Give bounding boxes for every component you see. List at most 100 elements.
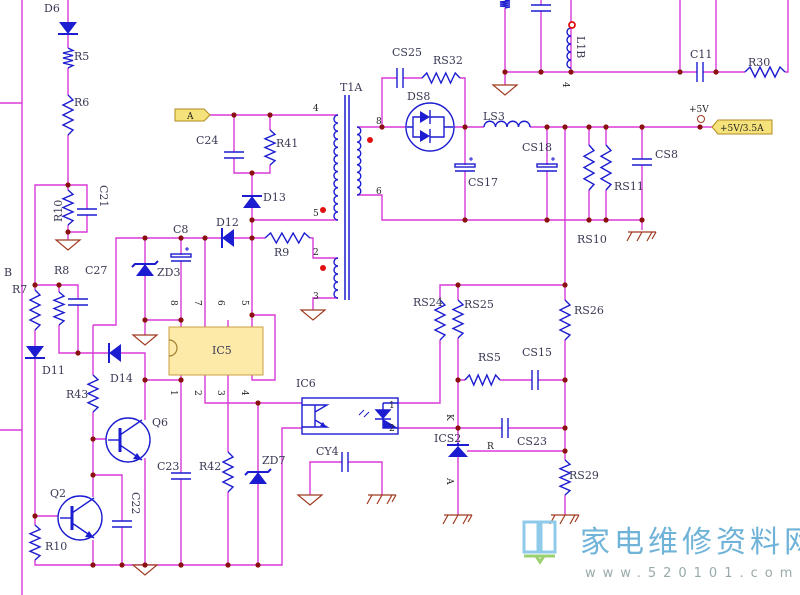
junction-dot bbox=[255, 400, 261, 406]
junction-dot bbox=[455, 377, 461, 383]
transformer-aux-winding-icon bbox=[333, 257, 339, 299]
zener-zd3 bbox=[131, 260, 159, 276]
capacitor-c24 bbox=[223, 151, 245, 159]
label-d6: D6 bbox=[44, 2, 60, 15]
capacitor-cs18-plate bbox=[536, 163, 558, 168]
label-rs26: RS26 bbox=[574, 304, 604, 317]
ic5-body bbox=[168, 326, 264, 376]
capacitor-c11-mask bbox=[697, 61, 703, 83]
inductor-ls3-icon bbox=[483, 120, 531, 128]
resistor-r10-top-mask bbox=[62, 190, 74, 225]
pin-t1-2: 2 bbox=[313, 248, 319, 258]
resistor-r6-icon bbox=[61, 94, 75, 136]
pin-l1b-4: 4 bbox=[560, 82, 570, 88]
capacitor-cs23 bbox=[501, 417, 509, 439]
diode-d11 bbox=[25, 346, 45, 359]
zener-zd3-bar bbox=[131, 260, 159, 268]
book-logo-icon bbox=[522, 520, 557, 554]
transformer-secondary-icon bbox=[356, 126, 362, 196]
resistor-r8-mask bbox=[53, 292, 65, 325]
wire bbox=[251, 314, 276, 381]
transformer-aux-winding bbox=[333, 257, 339, 299]
label-r10-bottom: R10 bbox=[45, 540, 67, 553]
zener-zd7-icon bbox=[244, 468, 272, 484]
resistor-r42-mask bbox=[222, 452, 234, 492]
label-c11: C11 bbox=[690, 48, 712, 61]
junction-dot bbox=[562, 377, 568, 383]
net-tag-a: A bbox=[174, 108, 211, 122]
capacitor-c8-plus-icon bbox=[185, 247, 189, 251]
diode-d11-icon bbox=[25, 346, 45, 359]
resistor-rs32-icon bbox=[421, 71, 461, 85]
polarity-dot bbox=[320, 207, 326, 213]
junction-dot bbox=[225, 562, 231, 568]
resistor-r6 bbox=[61, 94, 75, 136]
ground-icon bbox=[54, 239, 82, 251]
net-tag-a-text: A bbox=[186, 112, 194, 122]
inductor-ls3 bbox=[483, 120, 531, 128]
ds8-body bbox=[405, 102, 455, 152]
border-mark: B bbox=[4, 266, 12, 279]
label-c8: C8 bbox=[173, 223, 188, 236]
capacitor-cs8 bbox=[631, 158, 653, 166]
junction-dot bbox=[562, 425, 568, 431]
label-rs32: RS32 bbox=[433, 54, 463, 67]
diode-d6 bbox=[58, 22, 78, 35]
capacitor-cs15-mask bbox=[532, 369, 538, 391]
capacitor-c27-mask bbox=[67, 299, 89, 305]
junction-dot bbox=[32, 282, 38, 288]
capacitor-cs25 bbox=[396, 67, 404, 89]
capacitor-top-partial-mask bbox=[530, 5, 552, 11]
resistor-r43-mask bbox=[87, 375, 99, 412]
junction-dot bbox=[462, 124, 468, 130]
resistor-rs26 bbox=[558, 299, 572, 341]
capacitor-c8 bbox=[170, 247, 192, 262]
resistor-r7 bbox=[28, 289, 42, 331]
label-cy4: CY4 bbox=[316, 445, 339, 458]
wire bbox=[398, 284, 565, 404]
capacitor-cs17-plus-icon bbox=[469, 157, 473, 161]
resistor-rs25 bbox=[451, 299, 465, 339]
capacitor-cs17-plate bbox=[454, 163, 476, 168]
capacitor-cs17-mask bbox=[454, 165, 476, 171]
earth-ground-icon bbox=[442, 514, 473, 525]
label-c22: C22 bbox=[129, 492, 142, 514]
junction-dot bbox=[202, 235, 208, 241]
label-rs24: RS24 bbox=[413, 296, 443, 309]
label-r6: R6 bbox=[74, 96, 89, 109]
capacitor-c22-mask bbox=[111, 521, 133, 527]
label-rs29: RS29 bbox=[569, 469, 599, 482]
junction-dot bbox=[544, 124, 550, 130]
junction-dot bbox=[639, 124, 645, 130]
resistor-rs25-mask bbox=[452, 300, 464, 338]
diode-d13-icon bbox=[242, 195, 262, 208]
capacitor-cs23-mask bbox=[502, 417, 508, 439]
net-tag-a-shape bbox=[174, 108, 211, 122]
capacitor-c22 bbox=[111, 520, 133, 528]
wire bbox=[204, 375, 302, 404]
earth-ground-icon bbox=[366, 494, 397, 505]
zener-zd7 bbox=[244, 468, 272, 484]
polarity-dot bbox=[320, 265, 326, 271]
net-tag-output-text: +5V/3.5A bbox=[720, 124, 764, 134]
wire bbox=[34, 285, 302, 566]
net-tag-output: +5V/3.5A bbox=[711, 119, 773, 135]
capacitor-c23 bbox=[170, 472, 192, 480]
junction-dot bbox=[142, 235, 148, 241]
components bbox=[25, 0, 786, 576]
label-rs10: RS10 bbox=[577, 233, 607, 246]
ic6-light-icon bbox=[358, 409, 370, 418]
pin-ic5-6: 6 bbox=[215, 300, 225, 306]
transistor-q6 bbox=[105, 417, 151, 463]
capacitor-c27 bbox=[67, 298, 89, 306]
resistor-rs11 bbox=[599, 144, 613, 191]
label-cs17: CS17 bbox=[468, 176, 498, 189]
zener-zd7-triangle bbox=[249, 472, 267, 484]
pin-ic5-7: 7 bbox=[192, 300, 202, 306]
wire bbox=[34, 184, 88, 285]
wire bbox=[505, 0, 789, 73]
junction-dot bbox=[249, 235, 255, 241]
junction-dot bbox=[639, 217, 645, 223]
